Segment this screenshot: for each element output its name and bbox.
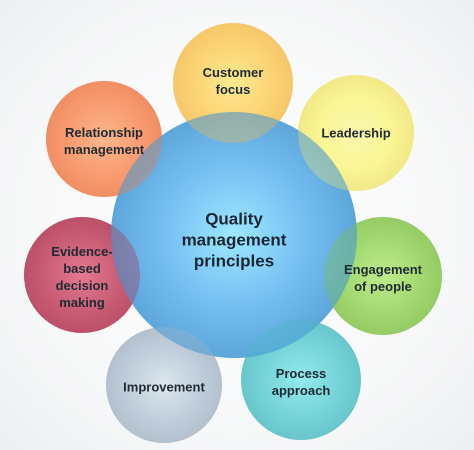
overlap-customer-focus xyxy=(173,23,293,143)
circle-customer-focus xyxy=(173,23,293,143)
overlap-layer xyxy=(24,23,442,443)
center-label: Quality management principles xyxy=(181,209,287,271)
overlap-leadership xyxy=(298,75,414,191)
overlap-evidence-based-decision-making xyxy=(24,217,140,333)
overlap-relationship-management xyxy=(46,81,162,197)
overlap-engagement-of-people xyxy=(324,217,442,335)
label-customer-focus: Customer focus xyxy=(202,65,264,97)
label-relationship-management: Relationship management xyxy=(63,125,145,157)
label-leadership: Leadership xyxy=(321,125,391,141)
label-improvement: Improvement xyxy=(123,379,205,395)
center-circle xyxy=(111,112,357,358)
label-evidence-based-decision-making: Evidence- based decision making xyxy=(51,244,113,310)
circle-evidence-based-decision-making xyxy=(24,217,140,333)
overlap-process-approach xyxy=(241,320,361,440)
overlap-improvement xyxy=(106,327,222,443)
circle-improvement xyxy=(106,327,222,443)
label-engagement-of-people: Engagement of people xyxy=(343,262,423,294)
label-process-approach: Process approach xyxy=(271,366,331,398)
